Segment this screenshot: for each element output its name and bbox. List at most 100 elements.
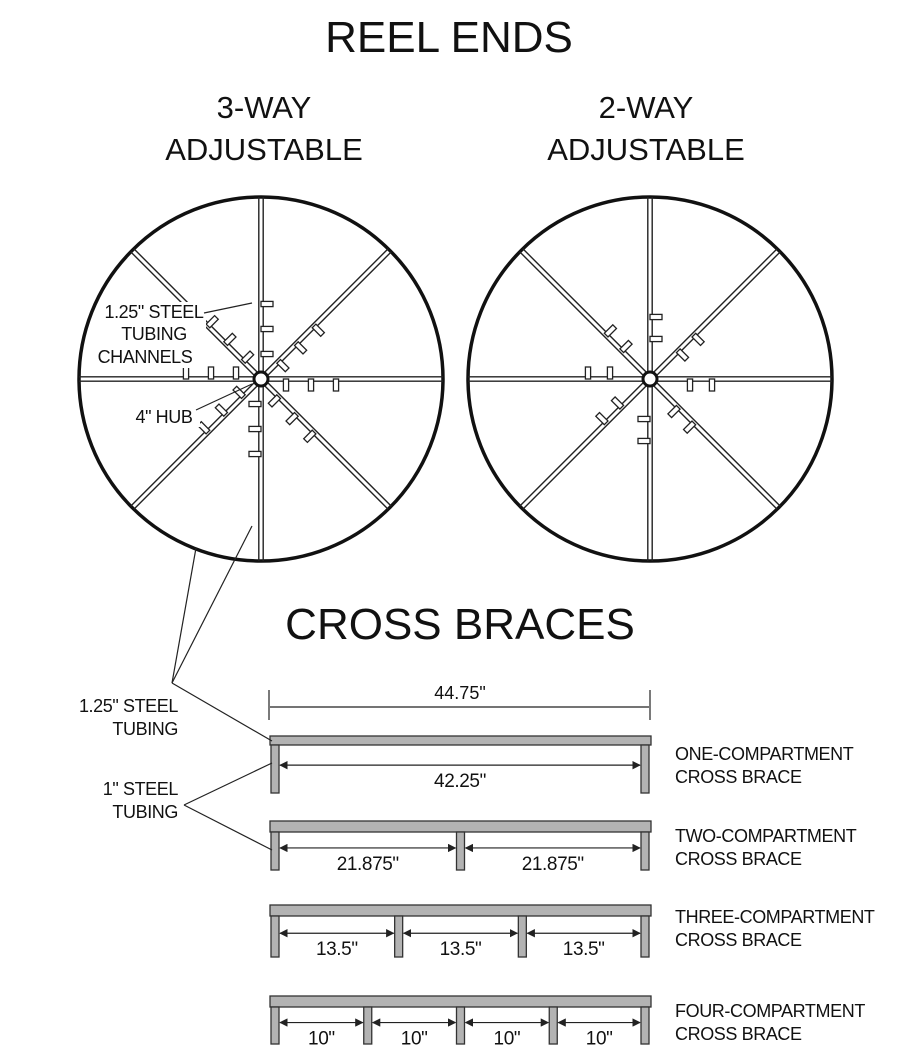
brace-name-line2: CROSS BRACE xyxy=(675,767,802,787)
brace-post xyxy=(640,831,650,871)
channel-bracket xyxy=(649,335,663,343)
large-tubing-label-line2: TUBING xyxy=(112,719,178,739)
reel-rim xyxy=(77,195,445,563)
channel-bracket xyxy=(603,323,618,338)
channel-bracket xyxy=(285,411,300,426)
brace-post xyxy=(270,831,280,871)
brace-post xyxy=(270,1006,280,1045)
brace-post xyxy=(640,744,650,794)
channel-bracket xyxy=(205,314,220,329)
channel-bracket xyxy=(267,393,282,408)
small-tubing-leader-1 xyxy=(183,762,273,806)
channel-bracket xyxy=(606,366,614,380)
channel-bracket xyxy=(302,429,317,444)
large-tubing-leader-3 xyxy=(171,682,273,742)
channel-bracket xyxy=(275,358,290,373)
channel-bracket xyxy=(637,437,651,445)
channel-bracket xyxy=(207,366,215,380)
channel-bracket xyxy=(260,300,274,308)
overall-width-value: 44.75" xyxy=(434,683,485,703)
channel-bracket xyxy=(691,332,706,347)
channel-bracket xyxy=(248,400,262,408)
channel-bracket xyxy=(232,385,247,400)
channel-bracket xyxy=(293,340,308,355)
hub-icon xyxy=(641,370,659,388)
large-tubing-leader-1 xyxy=(171,547,197,684)
channel-bracket xyxy=(666,404,682,419)
compartment-dimension-value: 42.25" xyxy=(434,771,486,792)
brace-top-tube xyxy=(269,735,652,746)
reel-ends-title: REEL ENDS xyxy=(325,13,573,62)
cross-braces-title: CROSS BRACES xyxy=(285,600,635,649)
brace-top-tube xyxy=(269,820,652,833)
channel-bracket xyxy=(311,323,326,338)
compartment-dimension-value: 10" xyxy=(401,1029,428,1050)
channel-bracket xyxy=(260,325,274,333)
compartment-dimension-value: 21.875" xyxy=(337,854,399,875)
channel-bracket xyxy=(708,378,716,392)
cross-brace: 13.5" 13.5" 13.5" THREE-COMPARTMENT CROSS BR… xyxy=(269,904,875,960)
brace-post xyxy=(517,915,527,958)
reel-tubing-leader xyxy=(203,302,253,314)
brace-post xyxy=(640,1006,650,1045)
channel-bracket xyxy=(637,415,651,423)
brace-name-line1: THREE-COMPARTMENT xyxy=(675,907,875,927)
hub-label: 4" HUB xyxy=(135,407,192,427)
channel-bracket xyxy=(332,378,340,392)
brace-post xyxy=(270,744,280,794)
channel-bracket xyxy=(214,403,229,418)
reel-tubing-label-line1: 1.25" STEEL xyxy=(104,302,203,322)
brace-post xyxy=(640,915,650,958)
reel-channels-label: CHANNELS xyxy=(98,347,193,367)
small-tubing-label-line2: TUBING xyxy=(112,802,178,822)
compartment-dimension-value: 13.5" xyxy=(563,939,605,960)
cross-brace: 10" 10" 10" 10" FOUR-COMPARTMENT CROSS BRACE xyxy=(269,995,866,1050)
compartment-dimension-value: 10" xyxy=(586,1029,613,1050)
three-way-reel-end xyxy=(77,195,445,563)
channel-bracket xyxy=(282,378,290,392)
channel-bracket xyxy=(649,313,663,321)
compartment-dimension-value: 21.875" xyxy=(522,854,584,875)
channel-bracket xyxy=(618,339,634,354)
channel-bracket xyxy=(240,350,255,365)
brace-name-line2: CROSS BRACE xyxy=(675,930,802,950)
channel-bracket xyxy=(222,332,237,347)
brace-name-line1: TWO-COMPARTMENT xyxy=(675,826,857,846)
channel-bracket xyxy=(182,366,190,380)
reel-rim xyxy=(466,195,834,563)
brace-name-line2: CROSS BRACE xyxy=(675,1024,802,1044)
hub-leader xyxy=(195,383,253,411)
brace-post xyxy=(363,1006,373,1045)
channel-bracket xyxy=(610,395,625,411)
channel-bracket xyxy=(686,378,694,392)
compartment-dimension-value: 10" xyxy=(308,1029,335,1050)
reel-label-backdrop xyxy=(104,302,206,368)
channel-bracket xyxy=(232,366,240,380)
channel-bracket xyxy=(260,350,274,358)
channel-bracket xyxy=(248,425,262,433)
compartment-dimension-value: 10" xyxy=(494,1029,521,1050)
two-way-title-line1: 2-WAY xyxy=(599,90,694,125)
large-tubing-leader-2 xyxy=(171,525,253,684)
channel-bracket xyxy=(307,378,315,392)
three-way-title-line1: 3-WAY xyxy=(217,90,312,125)
brace-post xyxy=(455,1006,466,1045)
large-tubing-label-line1: 1.25" STEEL xyxy=(79,696,178,716)
two-way-reel-end xyxy=(466,195,834,563)
brace-name-line1: FOUR-COMPARTMENT xyxy=(675,1001,865,1021)
channel-bracket xyxy=(594,411,609,426)
brace-name-line1: ONE-COMPARTMENT xyxy=(675,744,854,764)
brace-post xyxy=(270,915,280,958)
compartment-dimension-value: 13.5" xyxy=(316,939,358,960)
small-tubing-leader-2 xyxy=(183,804,273,851)
brace-top-tube xyxy=(269,995,652,1008)
compartment-dimension-value: 13.5" xyxy=(440,939,482,960)
channel-bracket xyxy=(584,366,592,380)
channel-bracket xyxy=(682,420,697,435)
small-tubing-label-line1: 1" STEEL xyxy=(103,779,179,799)
hub-label-backdrop xyxy=(128,405,200,427)
hub-icon xyxy=(252,370,270,388)
cross-brace: 42.25" ONE-COMPARTMENT CROSS BRACE xyxy=(269,735,854,794)
